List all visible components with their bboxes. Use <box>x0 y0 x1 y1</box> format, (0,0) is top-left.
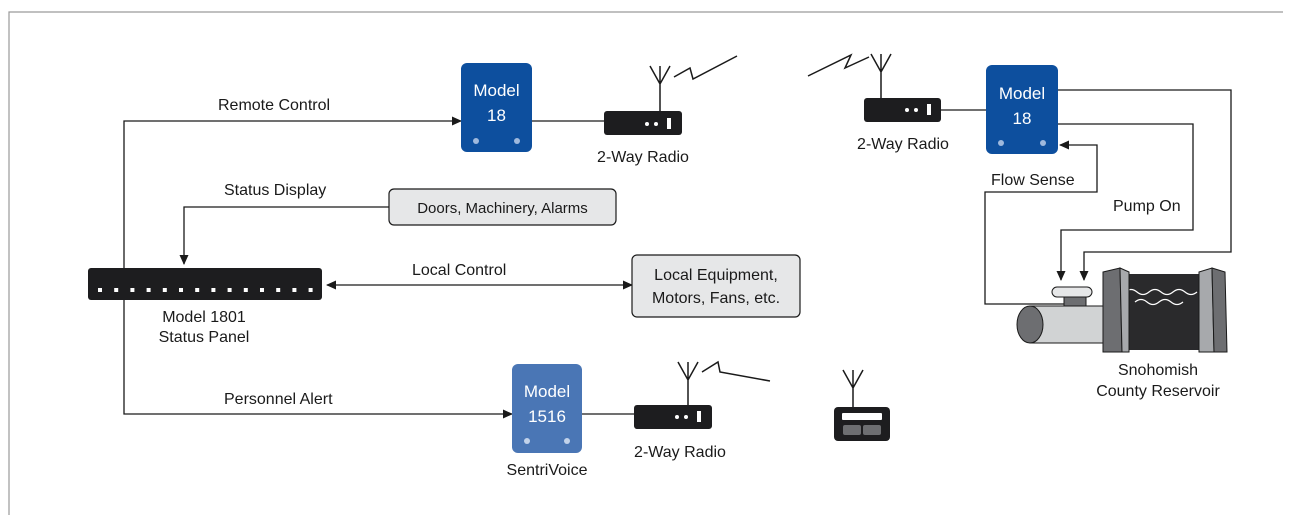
status-led <box>308 288 313 292</box>
status-led <box>276 288 281 292</box>
status-led <box>179 288 183 292</box>
reservoir-label-line1: Snohomish <box>1118 362 1198 379</box>
radio-top-left-label: 2-Way Radio <box>597 149 689 166</box>
status-led <box>292 288 297 292</box>
model-1516-line1: Model <box>524 382 570 401</box>
local-equipment-box: Local Equipment, Motors, Fans, etc. <box>631 254 801 318</box>
model-1801-status-panel <box>88 268 322 300</box>
status-led <box>227 288 232 292</box>
pump-on-label: Pump On <box>1113 198 1181 215</box>
personnel-alert-label: Personnel Alert <box>224 391 333 408</box>
status-led <box>162 288 167 292</box>
status-led <box>98 288 102 292</box>
model-18-right-line2: 18 <box>1013 109 1032 128</box>
status-display-label: Status Display <box>224 182 326 199</box>
doors-machinery-alarms-box: Doors, Machinery, Alarms <box>388 188 617 226</box>
status-led <box>260 288 264 292</box>
local-equipment-line2: Motors, Fans, etc. <box>652 290 780 307</box>
radio-bottom <box>634 360 771 429</box>
model-18-right-line1: Model <box>999 84 1045 103</box>
radio-top-left <box>604 55 738 135</box>
reservoir-illustration <box>1016 267 1228 353</box>
status-panel-label-line2: Status Panel <box>159 329 250 346</box>
status-led <box>114 288 119 292</box>
status-led <box>146 288 151 292</box>
pager-icon <box>834 369 890 441</box>
radio-bottom-label: 2-Way Radio <box>634 444 726 461</box>
model-1516-device: Model 1516 <box>512 364 582 453</box>
radio-top-right <box>807 53 941 122</box>
diagram-frame <box>8 11 1283 515</box>
model-18-left-line1: Model <box>473 81 519 100</box>
radio-top-right-label: 2-Way Radio <box>857 136 949 153</box>
status-led <box>211 288 216 292</box>
status-panel-label-line1: Model 1801 <box>162 309 246 326</box>
doors-machinery-alarms-text: Doors, Machinery, Alarms <box>417 200 588 217</box>
status-led <box>195 288 200 292</box>
local-equipment-line1: Local Equipment, <box>654 267 778 284</box>
flow-sense-label: Flow Sense <box>991 172 1075 189</box>
status-led <box>243 288 248 292</box>
sentrivoice-label: SentriVoice <box>507 462 588 479</box>
reservoir-label-line2: County Reservoir <box>1096 383 1220 400</box>
remote-control-label: Remote Control <box>218 97 330 114</box>
model-18-left-line2: 18 <box>487 106 506 125</box>
model-18-right-device: Model 18 <box>986 65 1058 154</box>
status-led <box>130 288 135 292</box>
model-1516-line2: 1516 <box>528 407 566 426</box>
connection-wires <box>123 89 1232 419</box>
local-control-label: Local Control <box>412 262 506 279</box>
model-18-left-device: Model 18 <box>461 63 532 152</box>
